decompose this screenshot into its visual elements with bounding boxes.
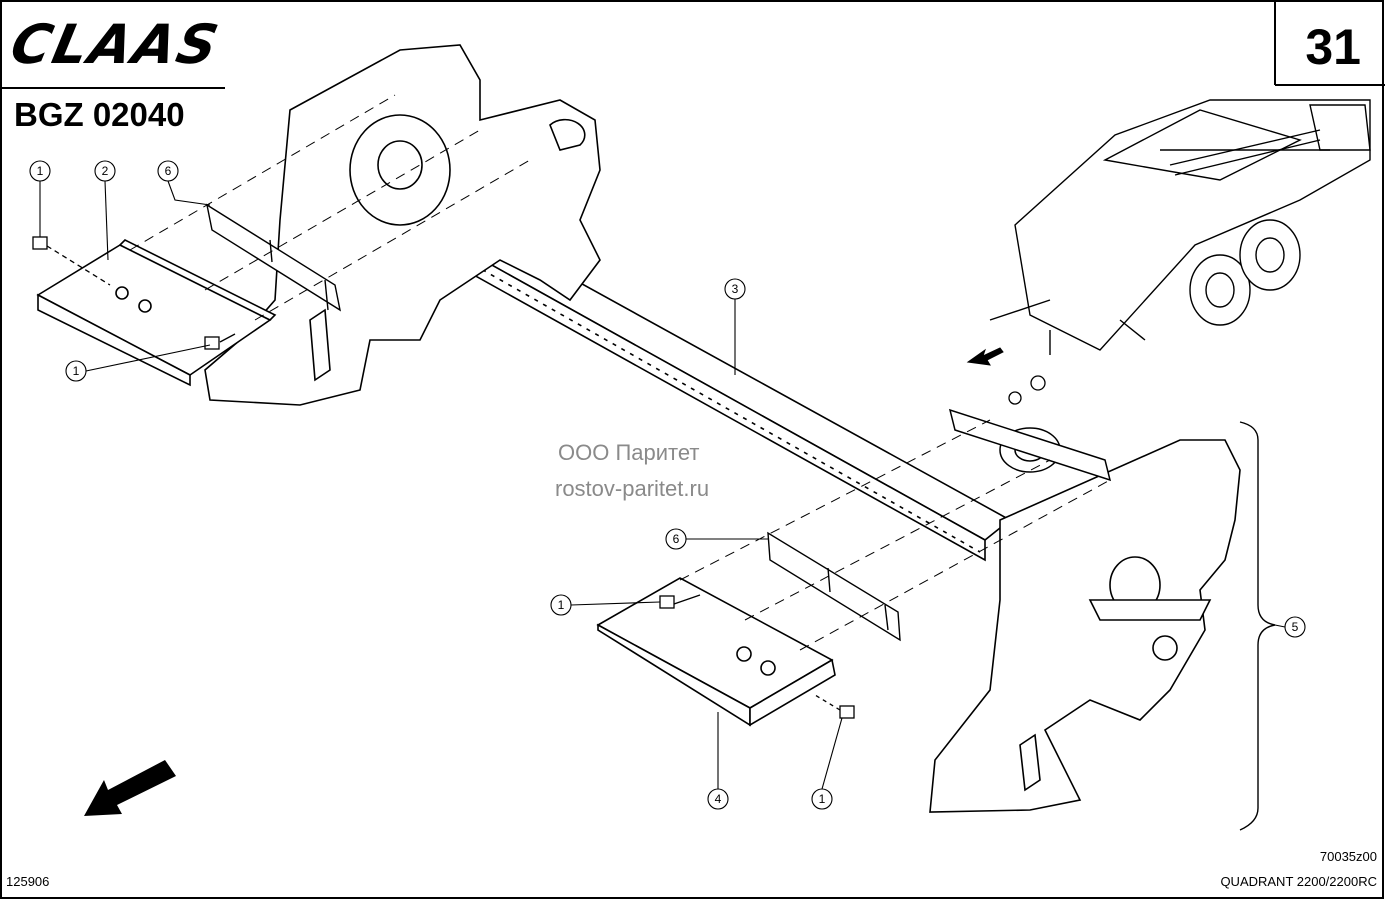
right-spacer-plate (767, 531, 901, 642)
watermark-company: ООО Паритет (558, 440, 700, 465)
callout-6-left: 6 (157, 160, 211, 206)
callout-1-mid: 1 (550, 594, 661, 616)
callout-label: 1 (819, 792, 826, 806)
callout-label: 2 (102, 164, 109, 178)
watermark-site: rostov-paritet.ru (555, 476, 710, 501)
callout-3: 3 (724, 278, 746, 375)
right-bracket (596, 577, 836, 727)
callout-group: 1 2 6 1 3 (29, 160, 1306, 810)
callout-label: 3 (732, 282, 739, 296)
page-number: 31 (1305, 19, 1361, 75)
callout-4: 4 (707, 712, 729, 810)
left-side-plate (204, 44, 601, 406)
drawing-reference: 70035z00 (1319, 849, 1377, 864)
callout-5: 5 (1274, 616, 1306, 638)
page-id: 125906 (6, 874, 50, 889)
model-name: QUADRANT 2200/2200RC (1220, 874, 1377, 889)
baler-overview-image (989, 99, 1371, 355)
callout-label: 6 (165, 164, 172, 178)
right-side-plate (929, 439, 1241, 813)
left-bolts (32, 236, 236, 350)
callout-label: 5 (1292, 620, 1299, 634)
group-code: BGZ 02040 (14, 96, 185, 133)
group-bracket-5 (1239, 421, 1276, 831)
callout-label: 4 (715, 792, 722, 806)
callout-6-right: 6 (665, 528, 768, 550)
callout-label: 1 (73, 364, 80, 378)
callout-2: 2 (94, 160, 116, 261)
callout-label: 6 (673, 532, 680, 546)
right-hub (948, 408, 1112, 482)
assembly-guide-lines (129, 94, 1111, 651)
brand-logo: CLAAS (5, 13, 226, 76)
right-bolts (659, 375, 1046, 719)
direction-arrow-small (966, 347, 1004, 366)
callout-label: 1 (558, 598, 565, 612)
callout-1-top: 1 (29, 160, 51, 237)
direction-arrow (84, 760, 176, 816)
callout-1-bottom: 1 (811, 717, 843, 810)
left-spacer-plate (205, 203, 342, 312)
callout-1-left: 1 (65, 344, 211, 382)
callout-label: 1 (37, 164, 44, 178)
